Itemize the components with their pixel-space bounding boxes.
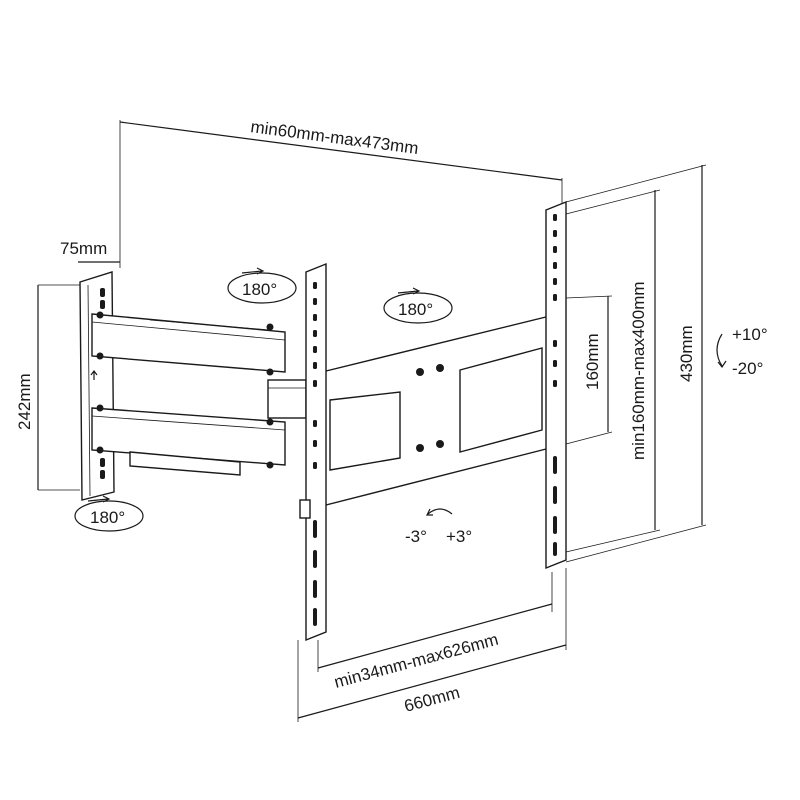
left-arm-holes — [313, 282, 317, 626]
level-left-label: -3° — [405, 527, 427, 546]
right-arm-holes — [553, 214, 557, 556]
wall-plate-height-label: 242mm — [15, 373, 34, 430]
tv-bracket — [321, 315, 551, 507]
wall-plate-height-dimension: 242mm — [15, 284, 80, 491]
head-swivel-label: 180° — [398, 300, 433, 319]
inner-vertical-label: 160mm — [583, 333, 602, 390]
wall-swivel-badge: 180° — [74, 495, 144, 532]
arm-swivel-label: 180° — [242, 280, 277, 299]
overall-width-dimension: 660mm — [297, 568, 567, 722]
extension-dimension: min60mm-max473mm — [119, 117, 563, 268]
extension-label: min60mm-max473mm — [249, 117, 419, 158]
vesa-horizontal-dimension: min34mm-max626mm — [317, 572, 553, 692]
wall-plate-width-label: 75mm — [60, 239, 107, 258]
wall-plate-width-dimension: 75mm — [60, 239, 120, 263]
vesa-horizontal-label: min34mm-max626mm — [332, 630, 500, 692]
left-vertical-arm — [299, 262, 327, 642]
lower-arm — [91, 404, 286, 476]
vesa-vertical-dimension: min160mm-max400mm — [565, 189, 661, 553]
upper-arm — [91, 311, 286, 376]
wall-swivel-label: 180° — [90, 508, 125, 527]
tilt-down-label: -20° — [732, 359, 763, 378]
level-right-label: +3° — [446, 527, 472, 546]
arm-height-dimension: 430mm — [565, 164, 707, 563]
tilt-indicator: +10° -20° — [716, 325, 768, 378]
level-adjust-indicator: -3° +3° — [405, 508, 472, 546]
head-swivel-badge: 180° — [383, 287, 453, 324]
arm-height-label: 430mm — [677, 325, 696, 382]
wall-plate — [79, 271, 115, 501]
arm-swivel-badge: 180° — [227, 267, 297, 304]
arm-pivot-block — [267, 379, 307, 419]
tilt-up-label: +10° — [732, 325, 768, 344]
vesa-vertical-label: min160mm-max400mm — [629, 281, 648, 460]
inner-vertical-dimension: 160mm — [565, 295, 613, 445]
right-vertical-arm — [545, 200, 567, 570]
